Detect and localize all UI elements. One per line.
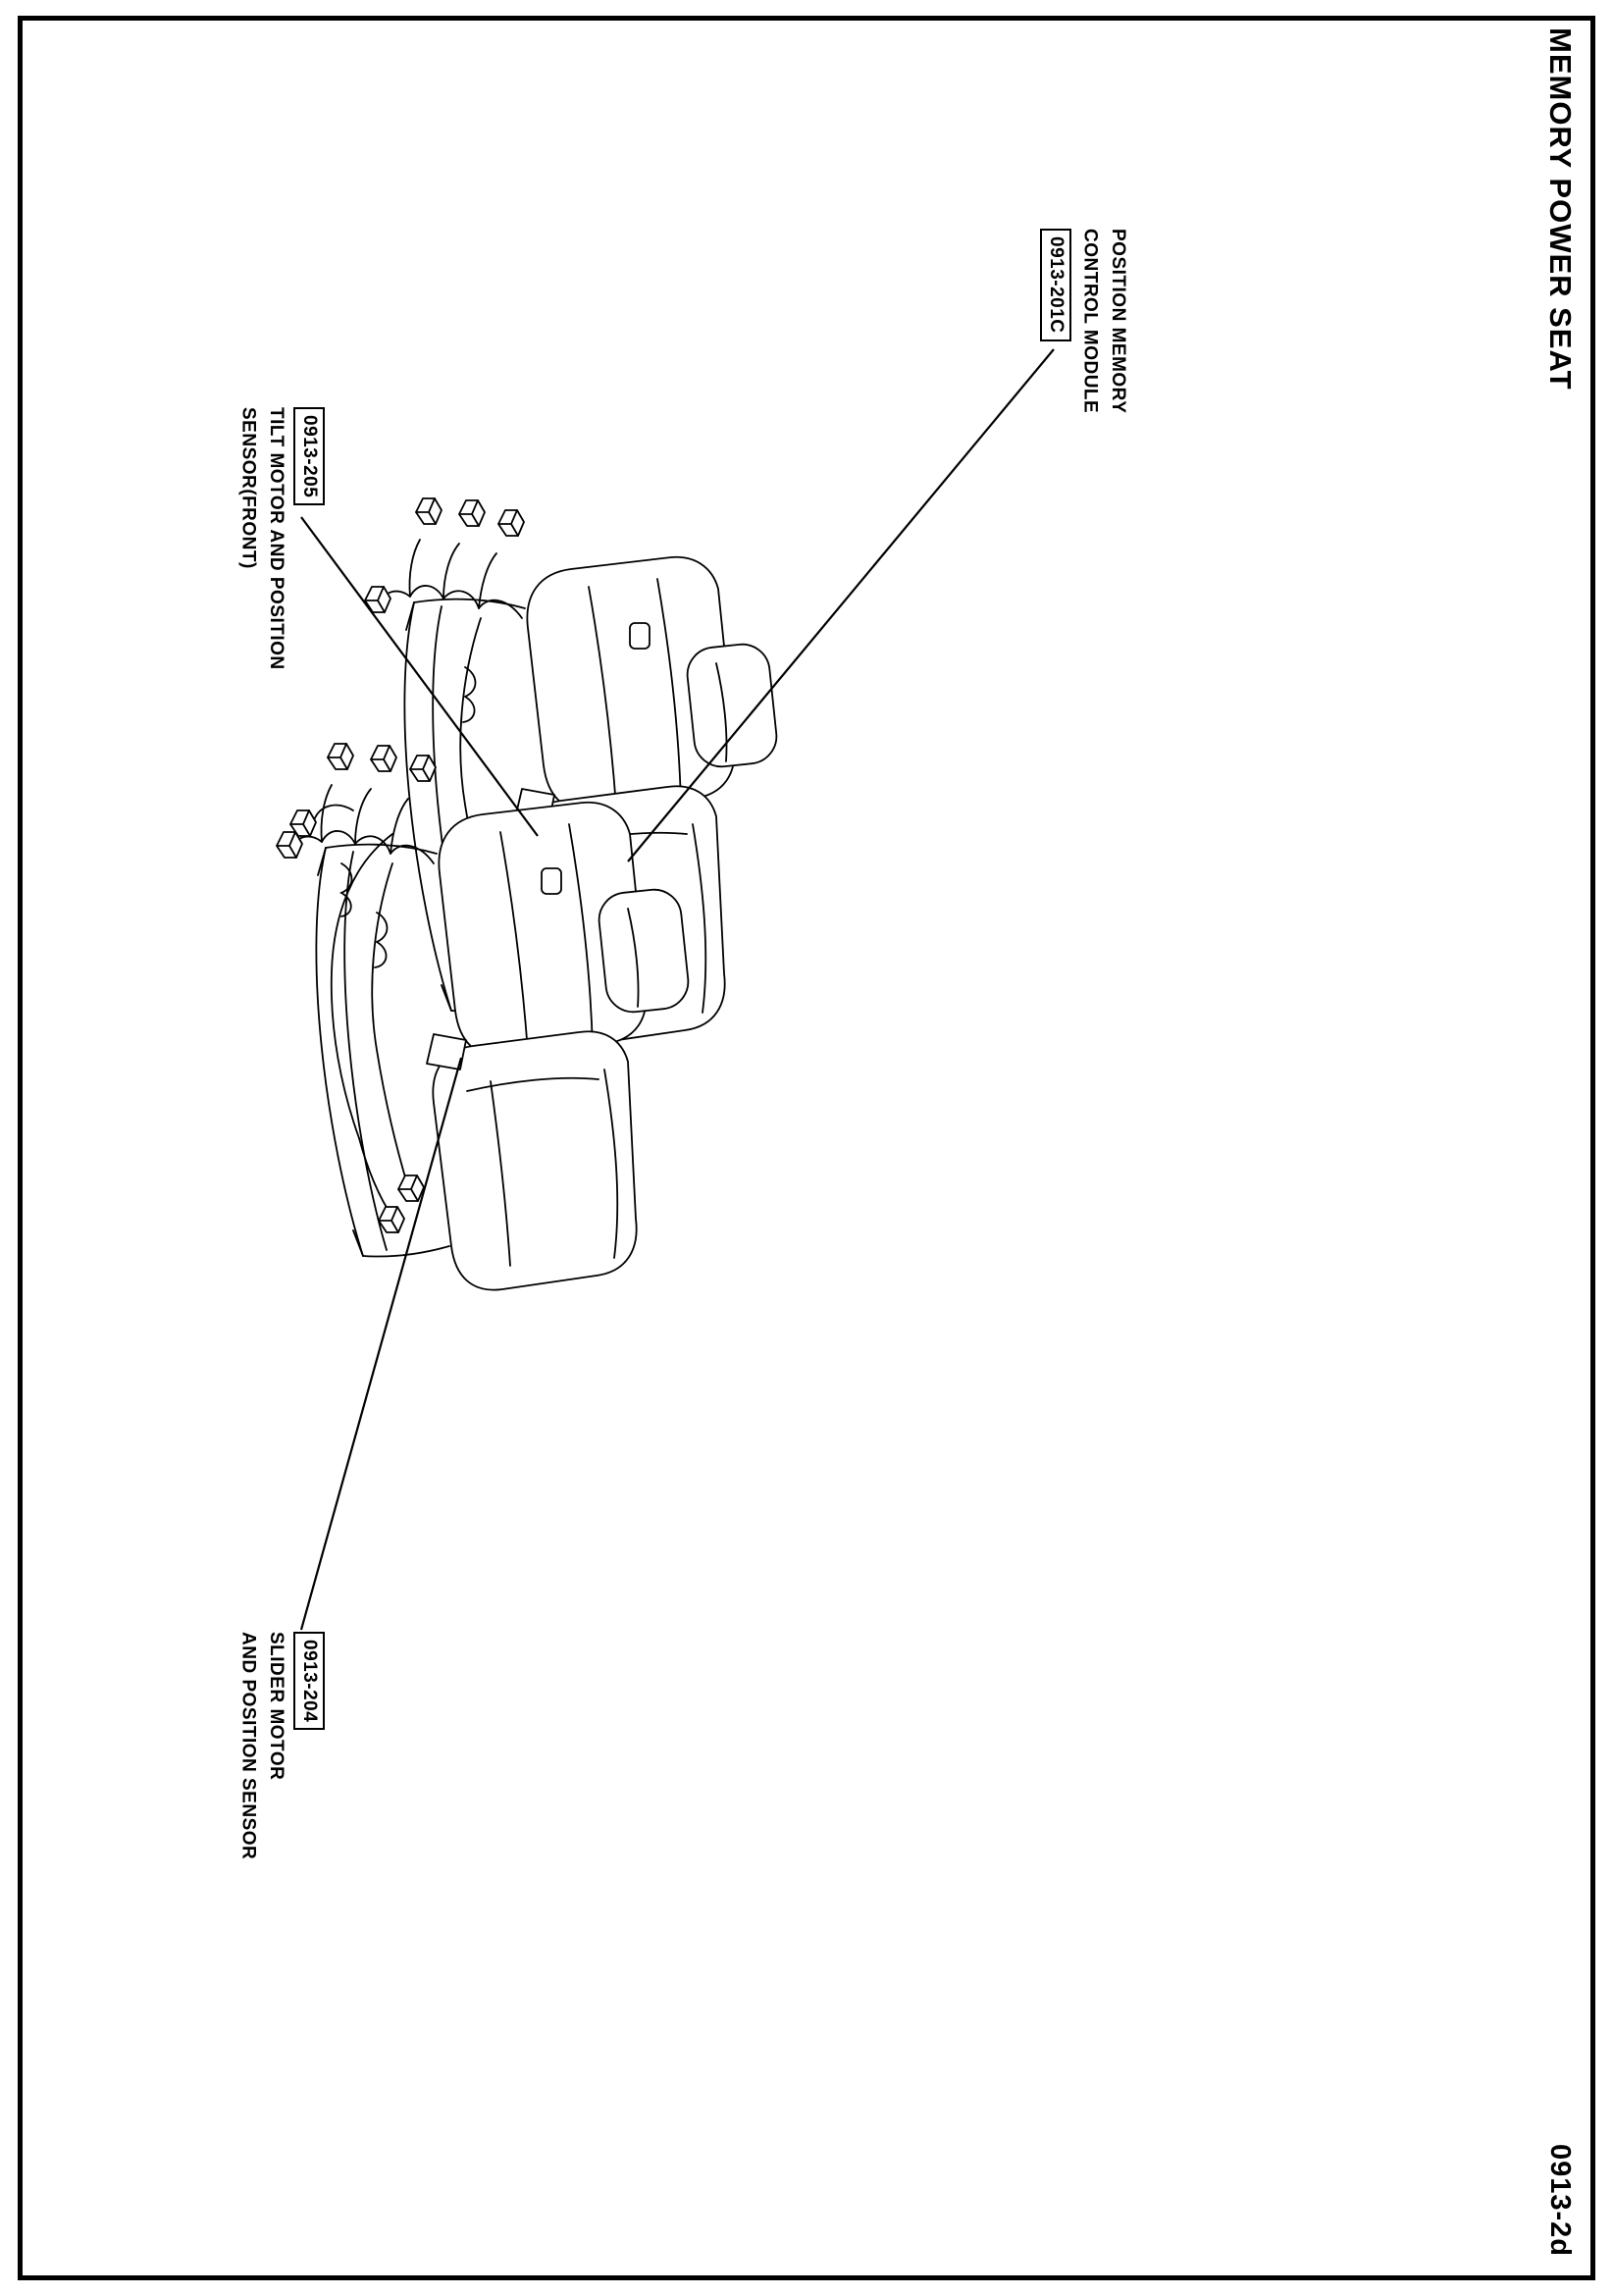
leader-line-slider-motor xyxy=(299,1057,463,1631)
control-module-ref-box: 0913-201C xyxy=(1040,229,1071,341)
front-seat-wiring xyxy=(289,804,405,1233)
callout-position-memory-control-module: POSITION MEMORY CONTROL MODULE 0913-201C xyxy=(1036,229,1131,413)
callout-text: POSITION MEMORY xyxy=(1107,229,1128,414)
figure-number: 0913-2d xyxy=(1544,2143,1576,2257)
page-border xyxy=(18,16,1595,2280)
leader-line-position-memory-control-module xyxy=(627,348,1055,862)
front-seat xyxy=(277,744,691,1290)
callout-slider-motor: 0913-204 SLIDER MOTOR AND POSITION SENSO… xyxy=(234,1632,329,1859)
callout-text: TILT MOTOR AND POSITION xyxy=(266,407,286,670)
callout-tilt-motor: 0913-205 TILT MOTOR AND POSITION SENSOR(… xyxy=(234,407,329,670)
callout-text: AND POSITION SENSOR xyxy=(237,1632,259,1860)
tilt-motor-ref-box: 0913-205 xyxy=(293,407,325,506)
callout-text: CONTROL MODULE xyxy=(1079,229,1101,414)
page-title: MEMORY POWER SEAT xyxy=(1543,27,1578,391)
callout-text: SLIDER MOTOR xyxy=(266,1632,286,1781)
leader-line-tilt-motor xyxy=(300,516,539,837)
slider-motor-ref-box: 0913-204 xyxy=(293,1632,325,1731)
callout-text: SENSOR(FRONT) xyxy=(237,407,259,569)
